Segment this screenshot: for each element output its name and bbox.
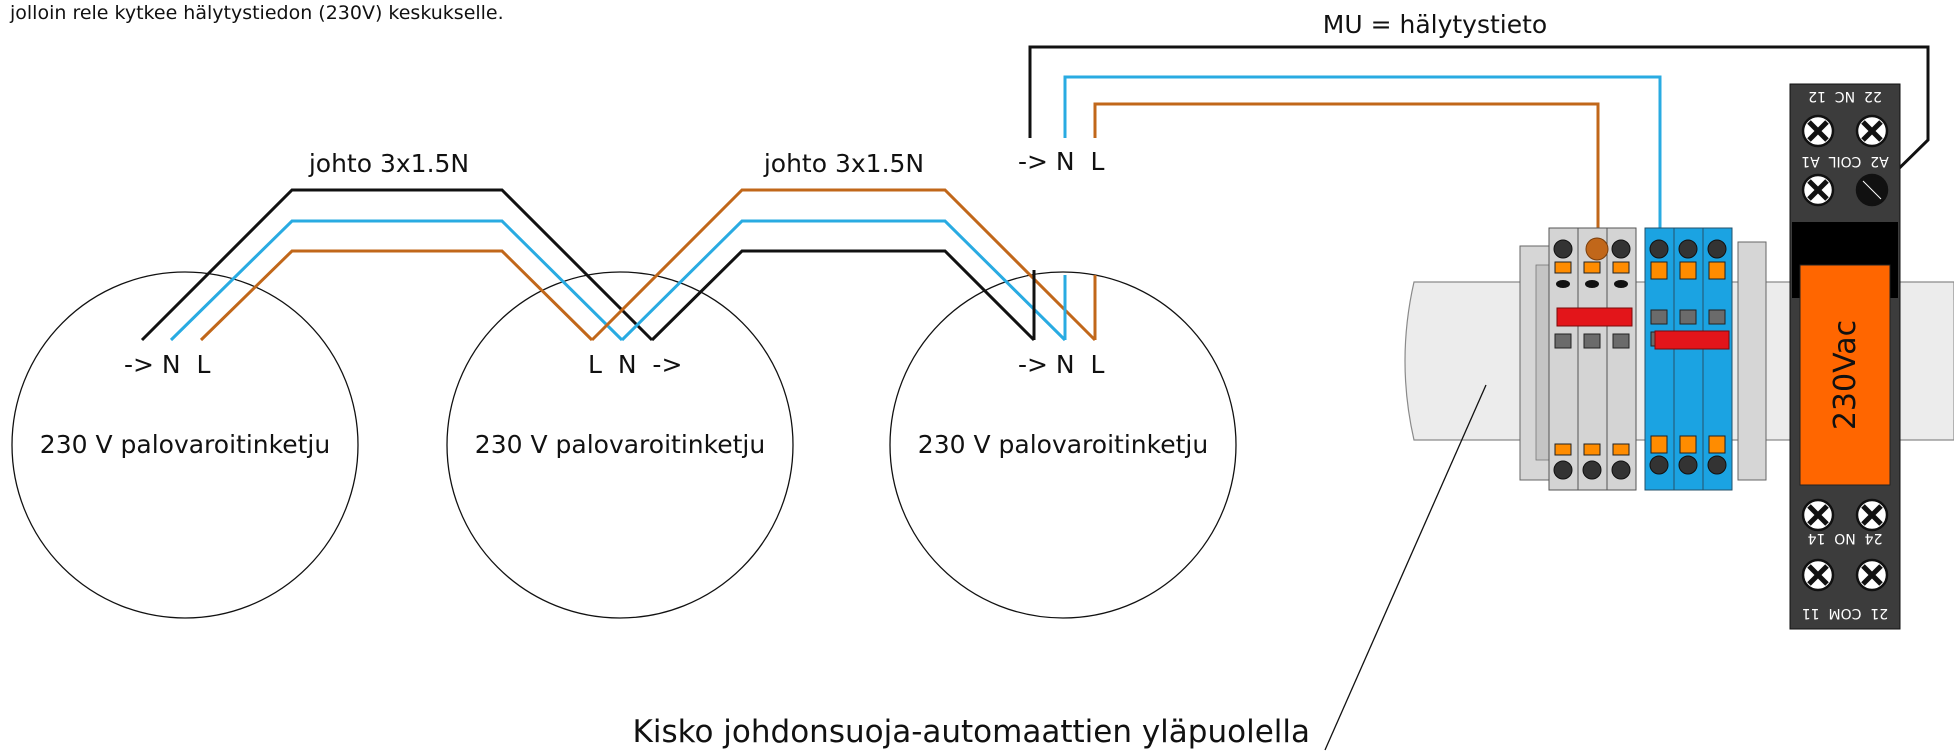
cable-label-1: johto 3x1.5N <box>308 149 469 178</box>
terminal-top-screws <box>1553 239 1727 259</box>
cable-1 <box>140 188 654 342</box>
terminal-top-release <box>1554 261 1726 280</box>
screw-icon <box>1801 173 1835 207</box>
brown-connection-dot <box>1585 237 1609 261</box>
terminal-bottom-release <box>1554 435 1726 456</box>
end-clamp-right <box>1737 241 1767 481</box>
terminal-label-middle: L N -> <box>588 350 682 379</box>
relay-voltage-label: 230Vac <box>1828 320 1863 430</box>
terminal-block-assembly <box>1519 227 1767 491</box>
rail-label: Kisko johdonsuoja-automaattien yläpuolel… <box>633 714 1310 750</box>
screw-icon-connected <box>1855 173 1889 207</box>
screw-icon <box>1855 498 1889 532</box>
wire-brown-out <box>1093 102 1600 240</box>
red-bridge-blue <box>1654 330 1730 350</box>
wire-blue-out <box>1063 75 1662 228</box>
alarm-label: MU = hälytystieto <box>1323 10 1547 39</box>
screw-icon <box>1855 114 1889 148</box>
wire-black-1 <box>140 188 654 342</box>
detector-label-3: 230 V palovaroitinketju <box>918 430 1208 459</box>
wire-blue-2 <box>620 219 1067 342</box>
relay-label-no: 24 NO 14 <box>1807 530 1882 546</box>
terminal-bottom-screws <box>1553 455 1727 480</box>
detector-label-2: 230 V palovaroitinketju <box>475 430 765 459</box>
relay-screws <box>1801 114 1889 592</box>
wire-brown-2 <box>590 188 1097 342</box>
terminal-label-first: -> N L <box>124 350 211 379</box>
relay-coil <box>1799 264 1891 486</box>
alarm-wire-black <box>1028 45 1930 192</box>
wire-brown-1 <box>199 249 594 342</box>
screw-icon <box>1801 498 1835 532</box>
output-drops <box>1032 270 1097 340</box>
detector-circle-3 <box>889 271 1237 619</box>
screw-icon <box>1801 114 1835 148</box>
red-bridge-grey <box>1556 307 1633 327</box>
screw-icon <box>1855 558 1889 592</box>
screw-icon <box>1801 558 1835 592</box>
cable-label-2: johto 3x1.5N <box>763 149 924 178</box>
output-wires <box>1028 45 1930 240</box>
relay-label-com: 21 COM 11 <box>1802 605 1888 621</box>
rail-pointer-line <box>1324 384 1487 751</box>
cable-2 <box>590 188 1097 342</box>
relay-label-coil: A2 COIL A1 <box>1801 153 1889 169</box>
relay: 22 NC 12 A2 COIL A1 24 NO 14 21 COM 11 2… <box>1789 83 1901 630</box>
terminal-label-output: -> N L <box>1018 147 1105 176</box>
detector-circle-1 <box>11 271 359 619</box>
instruction-note: jolloin rele kytkee hälytystiedon (230V)… <box>9 2 504 24</box>
detector-circle-2 <box>446 271 794 619</box>
wire-black-2 <box>650 249 1036 342</box>
terminal-test-sockets <box>1556 280 1628 288</box>
detector-label-1: 230 V palovaroitinketju <box>40 430 330 459</box>
relay-label-nc: 22 NC 12 <box>1808 88 1882 104</box>
wire-blue-1 <box>169 219 624 342</box>
terminal-label-last: -> N L <box>1018 350 1105 379</box>
